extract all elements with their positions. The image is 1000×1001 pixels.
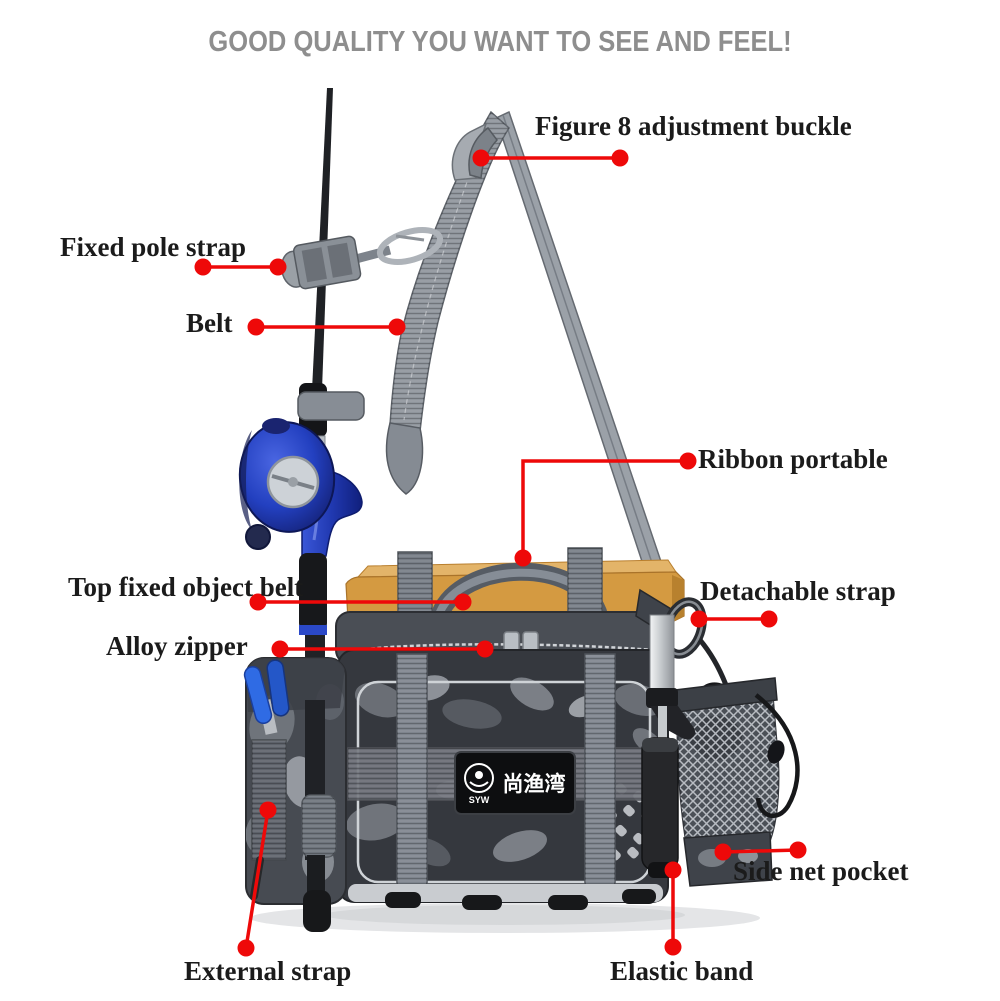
drawstring-cord (754, 693, 800, 819)
callout-label-top-fixed-object-belt: Top fixed object belt (68, 572, 304, 602)
spare-rod-holder (641, 614, 696, 878)
belt-loop-end (385, 422, 424, 495)
callout-label-detachable-strap: Detachable strap (700, 576, 896, 606)
callout-label-belt: Belt (186, 308, 233, 338)
headline: GOOD QUALITY YOU WANT TO SEE AND FEEL! (208, 26, 792, 58)
side-net-pocket (674, 677, 800, 887)
logo-text-en: SYW (469, 795, 490, 805)
rod-lower (301, 700, 337, 932)
callout-label-side-net-pocket: Side net pocket (733, 856, 909, 886)
callout-label-external-strap: External strap (184, 956, 352, 986)
callout-line-elastic-band (664, 861, 682, 956)
fixed-pole-strap (280, 235, 362, 290)
callout-label-figure-8-adjustment-buckle: Figure 8 adjustment buckle (535, 111, 852, 141)
left-side-pocket (243, 657, 347, 905)
callout-line-belt (247, 318, 406, 336)
callout-line-fixed-pole-strap (194, 258, 287, 276)
callout-line-ribbon-portable (514, 452, 697, 567)
callout-line-external-strap (237, 801, 277, 957)
ground-shadow (250, 903, 760, 933)
callout-line-alloy-zipper (271, 640, 494, 658)
right-side (635, 588, 800, 887)
callout-label-elastic-band: Elastic band (610, 956, 754, 986)
callout-line-detachable-strap (690, 610, 778, 628)
callout-line-top-fixed-object-belt (249, 593, 472, 611)
logo-patch: SYW 尚渔湾 (454, 751, 576, 815)
tackle-bag-body: SYW 尚渔湾 (337, 649, 669, 910)
bag-feet (385, 889, 656, 910)
callout-line-figure-8 (472, 149, 629, 167)
callout-label-alloy-zipper: Alloy zipper (106, 631, 248, 661)
callout-line-side-net-pocket (714, 841, 807, 861)
elastic-band-grip (641, 737, 679, 871)
cord-lock (767, 740, 785, 764)
callout-lines (194, 149, 807, 957)
fishing-reel (238, 418, 336, 550)
pliers (243, 659, 290, 735)
callout-label-ribbon-portable: Ribbon portable (698, 444, 888, 474)
belt-strap (385, 110, 510, 495)
logo-text-cn: 尚渔湾 (503, 772, 566, 796)
rod-holder-strap (297, 391, 365, 421)
rod-butt-cap (303, 890, 331, 932)
callout-label-fixed-pole-strap: Fixed pole strap (60, 232, 246, 262)
